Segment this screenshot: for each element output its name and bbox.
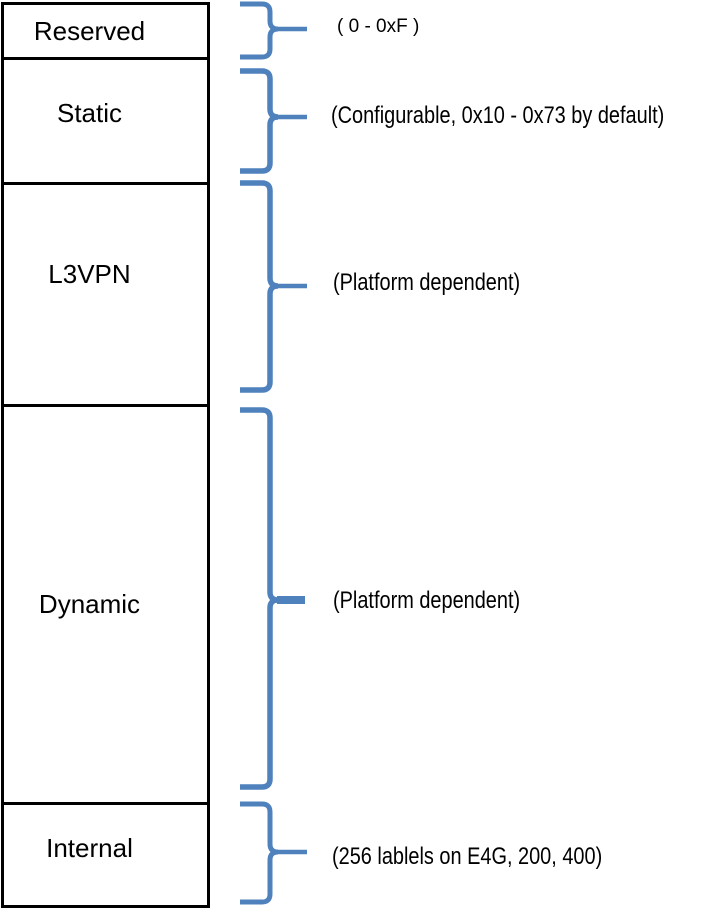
brace-l3vpn-icon [240,180,307,393]
box-static: Static [1,57,210,185]
brace-reserved-icon [240,1,307,60]
box-reserved: Reserved [1,2,210,60]
box-l3vpn-label: L3VPN [48,259,131,289]
box-internal-label: Internal [46,832,133,863]
annotation-dynamic: (Platform dependent) [333,587,521,614]
box-reserved-label: Reserved [33,15,146,46]
box-dynamic: Dynamic [1,404,210,805]
annotation-internal: (256 lablels on E4G, 200, 400) [332,843,603,870]
brace-internal-icon [240,801,307,905]
box-internal: Internal [1,802,210,908]
box-dynamic-label: Dynamic [38,589,141,619]
annotation-reserved: ( 0 - 0xF ) [337,16,420,37]
box-static-label: Static [56,97,123,128]
annotation-static: (Configurable, 0x10 - 0x73 by default) [331,102,665,129]
box-column: Reserved Static L3VPN Dynamic Internal [1,2,210,908]
brace-dynamic-icon [240,407,305,790]
annotation-l3vpn: (Platform dependent) [333,269,521,296]
box-l3vpn: L3VPN [1,182,210,407]
brace-static-icon [240,68,307,174]
